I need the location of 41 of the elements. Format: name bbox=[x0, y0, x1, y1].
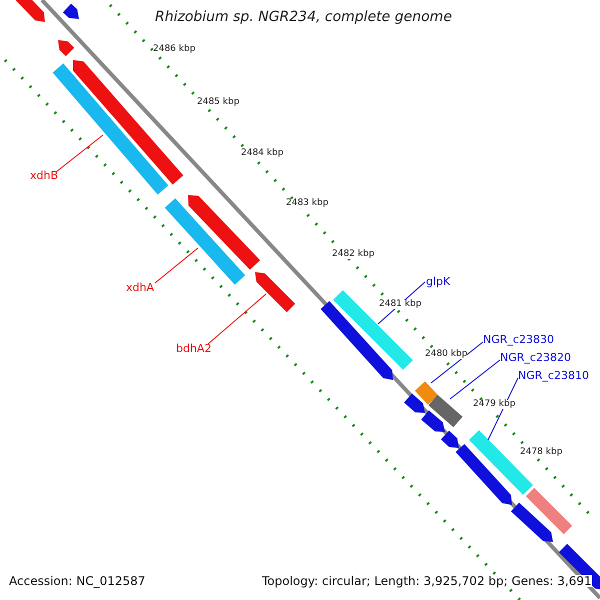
scale-label: 2485 kbp bbox=[197, 98, 240, 107]
gene-feature bbox=[188, 195, 260, 270]
gene-feature bbox=[16, 0, 45, 22]
scale-label: 2484 kbp bbox=[241, 149, 284, 158]
gene-feature bbox=[428, 394, 463, 428]
leader-line bbox=[450, 360, 500, 400]
leader-line bbox=[488, 378, 518, 440]
accession-text: Accession: NC_012587 bbox=[9, 575, 146, 587]
gene-label: xdhA bbox=[126, 282, 154, 293]
scale-label: 2481 kbp bbox=[379, 300, 422, 309]
gene-feature bbox=[73, 60, 184, 185]
gene-label: glpK bbox=[426, 276, 450, 287]
scale-label: 2478 kbp bbox=[520, 448, 562, 457]
gene-label: NGR_c23810 bbox=[518, 370, 589, 381]
leader-line bbox=[154, 248, 198, 284]
gene-feature bbox=[62, 4, 79, 19]
gene-feature bbox=[440, 430, 459, 448]
genome-info-text: Topology: circular; Length: 3,925,702 bp; Genes: 3,691 bbox=[262, 575, 592, 587]
gene-feature bbox=[414, 381, 438, 405]
gene-feature bbox=[510, 502, 553, 542]
leader-line bbox=[208, 294, 266, 344]
scale-label: 2486 kbp bbox=[153, 45, 196, 54]
leader-line bbox=[56, 134, 104, 172]
gene-feature bbox=[421, 410, 445, 432]
gene-feature bbox=[558, 544, 600, 590]
gene-label: NGR_c23830 bbox=[483, 334, 554, 345]
scale-label: 2479 kbp bbox=[473, 400, 516, 409]
leader-line bbox=[430, 342, 484, 384]
gene-label: bdhA2 bbox=[176, 343, 212, 354]
scale-label: 2483 kbp bbox=[286, 199, 328, 208]
gene-feature bbox=[404, 394, 425, 413]
gene-label: NGR_c23820 bbox=[500, 352, 571, 363]
gene-label: xdhB bbox=[30, 170, 58, 181]
scale-label: 2480 kbp bbox=[425, 350, 468, 359]
gene-feature bbox=[58, 40, 74, 56]
gene-feature bbox=[456, 444, 512, 505]
gene-feature bbox=[255, 272, 296, 312]
gene-feature bbox=[526, 488, 572, 534]
scale-label: 2482 kbp bbox=[332, 250, 374, 259]
diagram-title: Rhizobium sp. NGR234, complete genome bbox=[155, 10, 452, 24]
gene-feature bbox=[164, 198, 246, 285]
